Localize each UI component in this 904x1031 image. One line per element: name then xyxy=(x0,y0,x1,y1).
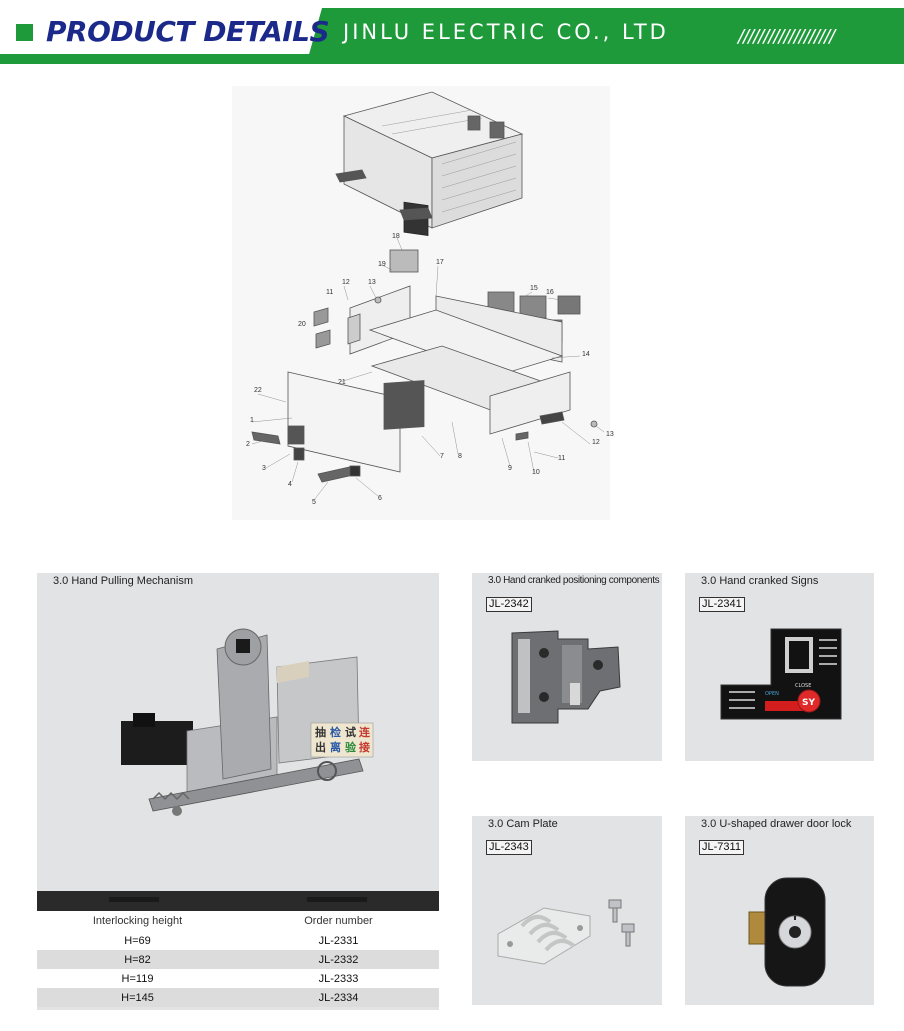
height-cell: H=145 xyxy=(121,991,154,1004)
panel-title: 3.0 Hand cranked positioning components xyxy=(488,575,660,586)
tag-char-8: 接 xyxy=(359,740,370,754)
table-row: H=119 JL-2333 xyxy=(37,969,439,988)
callout-number: 4 xyxy=(288,481,292,488)
page-header: PRODUCT DETAILS JINLU ELECTRIC CO., LTD … xyxy=(0,0,904,66)
header-title-background xyxy=(0,8,322,54)
interlocking-spec-table: Interlocking height Order number H=69 JL… xyxy=(37,911,439,1007)
positioning-components-panel: 3.0 Hand cranked positioning components … xyxy=(472,573,662,761)
open-label: OPEN xyxy=(765,691,779,697)
callout-number: 3 xyxy=(262,465,266,472)
hand-cranked-signs-panel: 3.0 Hand cranked Signs JL-2341 SY OPEN C… xyxy=(685,573,874,761)
callout-number: 22 xyxy=(254,387,262,394)
callout-number: 12 xyxy=(342,279,350,286)
table-row: H=69 JL-2331 xyxy=(37,931,439,950)
company-name: JINLU ELECTRIC CO., LTD xyxy=(343,20,669,44)
header-order-number: Order number xyxy=(304,915,373,927)
tag-char-3: 检 xyxy=(330,725,341,739)
callout-number: 14 xyxy=(582,351,590,358)
order-cell: JL-2331 xyxy=(318,934,359,947)
tag-char-4: 离 xyxy=(330,740,341,754)
callout-number: 11 xyxy=(326,289,333,296)
part-code-badge: JL-2342 xyxy=(486,597,532,612)
callout-number: 2 xyxy=(246,441,250,448)
order-cell: JL-2333 xyxy=(318,972,359,985)
hand-pulling-mechanism-panel: 3.0 Hand Pulling Mechanism 抽 出 检 离 试 验 连… xyxy=(37,573,439,1010)
header-underline xyxy=(0,54,904,64)
tag-char-6: 验 xyxy=(345,740,357,754)
part-code-badge: JL-2343 xyxy=(486,840,532,855)
callout-number: 9 xyxy=(508,465,512,472)
cam-plate-panel: 3.0 Cam Plate JL-2343 xyxy=(472,816,662,1005)
door-lock-icon xyxy=(748,877,826,987)
positioning-bracket-icon xyxy=(511,630,621,724)
callout-number: 11 xyxy=(558,455,565,462)
panel-title: 3.0 Hand cranked Signs xyxy=(701,575,819,587)
callout-number: 1 xyxy=(250,417,254,424)
tag-char-5: 试 xyxy=(345,725,356,739)
page-title: PRODUCT DETAILS xyxy=(46,15,330,48)
order-cell: JL-2334 xyxy=(318,991,359,1004)
callout-number: 18 xyxy=(392,233,400,240)
sign-plate-icon: SY OPEN CLOSE xyxy=(720,628,842,720)
table-row: H=82 JL-2332 xyxy=(37,950,439,969)
height-cell: H=69 xyxy=(124,934,151,947)
door-lock-panel: 3.0 U-shaped drawer door lock JL-7311 xyxy=(685,816,874,1005)
callout-number: 13 xyxy=(606,431,614,438)
sy-badge: SY xyxy=(802,698,815,708)
height-cell: H=119 xyxy=(121,972,154,985)
hand-pulling-mechanism-icon: 抽 出 检 离 试 验 连 接 xyxy=(121,628,374,816)
order-cell: JL-2332 xyxy=(318,953,359,966)
cam-plate-icon xyxy=(497,899,635,965)
callout-number: 20 xyxy=(298,321,306,328)
callout-number: 19 xyxy=(378,261,386,268)
callout-number: 17 xyxy=(436,259,444,266)
panel-title: 3.0 U-shaped drawer door lock xyxy=(701,818,852,830)
tag-char-7: 连 xyxy=(359,725,371,739)
table-header: Interlocking height Order number xyxy=(37,911,439,931)
callout-number: 21 xyxy=(338,379,346,386)
callout-number: 12 xyxy=(592,439,600,446)
part-code-badge: JL-2341 xyxy=(699,597,745,612)
tag-char-1: 抽 xyxy=(315,725,326,739)
tag-char-2: 出 xyxy=(315,740,326,754)
height-cell: H=82 xyxy=(124,953,151,966)
callout-number: 6 xyxy=(378,495,382,502)
callout-number: 13 xyxy=(368,279,376,286)
table-row: H=145 JL-2334 xyxy=(37,988,439,1007)
header-decoration: /////////////////// xyxy=(738,26,835,47)
header-interlocking-height: Interlocking height xyxy=(92,915,183,927)
callout-number: 10 xyxy=(532,469,540,476)
dark-separator-bar xyxy=(37,891,439,911)
part-code-badge: JL-7311 xyxy=(699,840,744,855)
callout-number: 8 xyxy=(458,453,462,460)
panel-title: 3.0 Hand Pulling Mechanism xyxy=(53,575,194,587)
callout-number: 15 xyxy=(530,285,538,292)
callout-number: 7 xyxy=(440,453,444,460)
header-square-icon xyxy=(16,24,33,41)
callout-number: 16 xyxy=(546,289,554,296)
close-label: CLOSE xyxy=(795,683,811,689)
callout-number: 5 xyxy=(312,499,316,506)
panel-title: 3.0 Cam Plate xyxy=(488,818,558,830)
